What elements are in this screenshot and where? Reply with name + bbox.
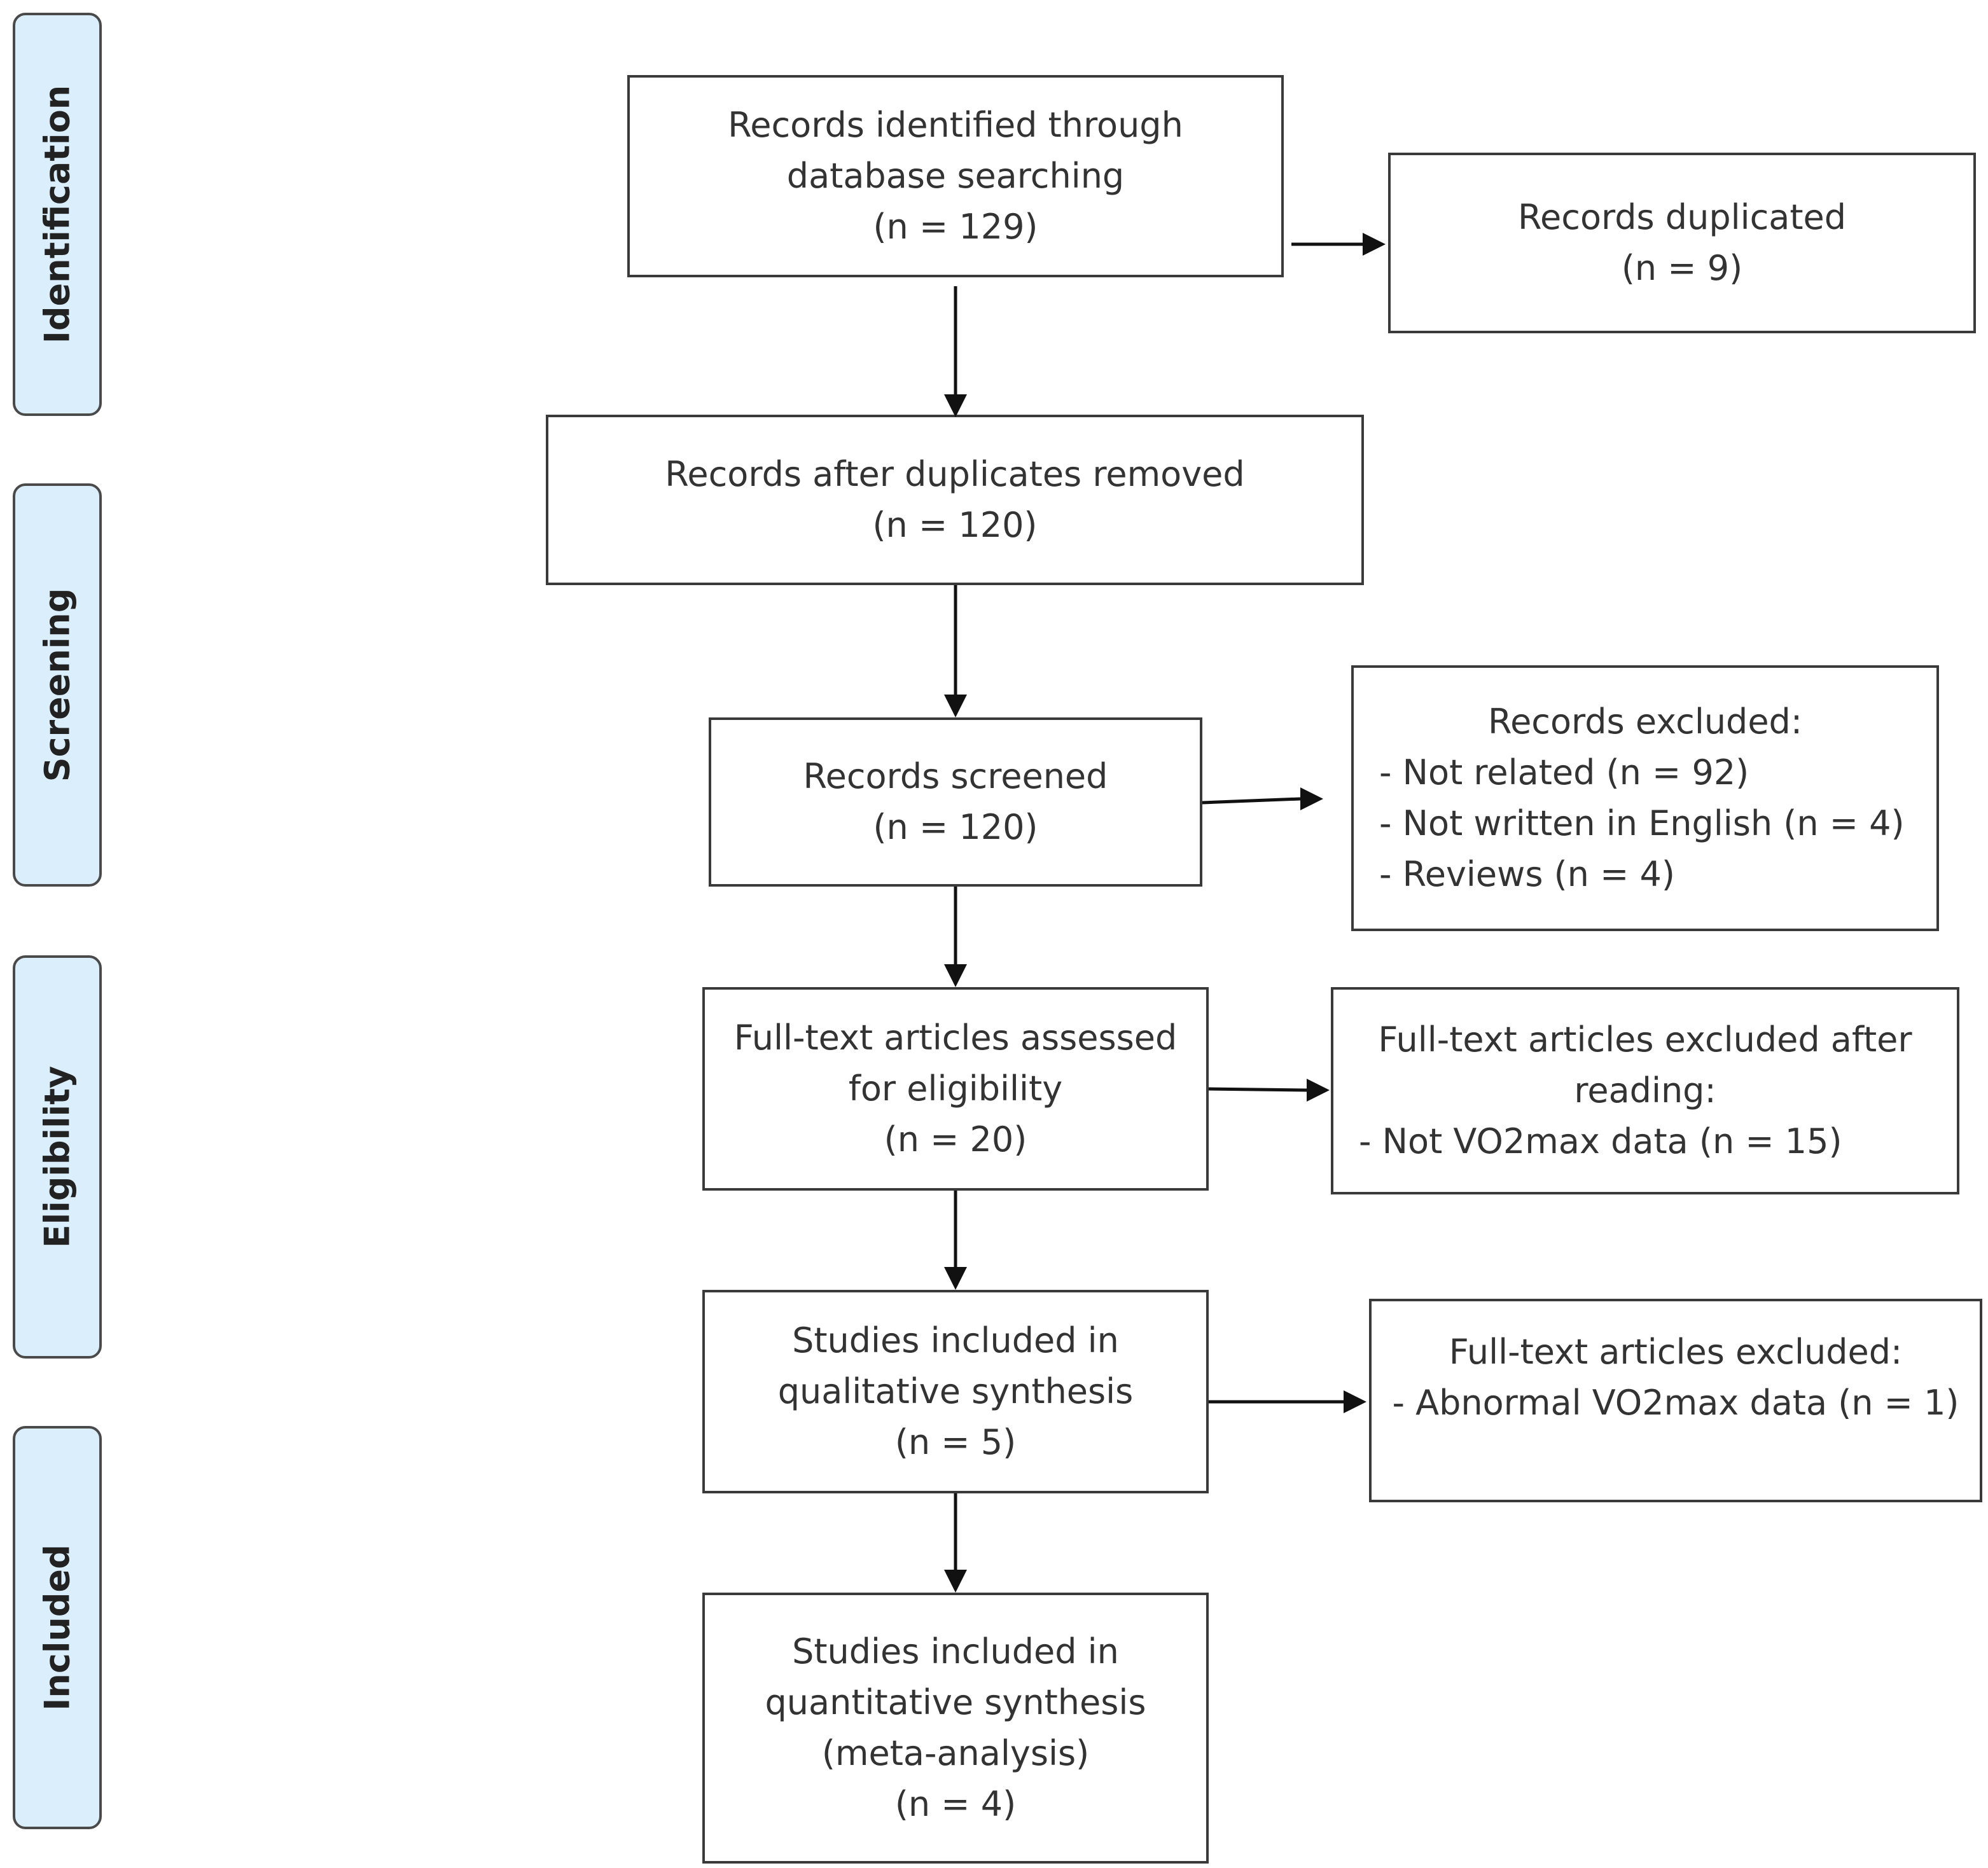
box-line: Records after duplicates removed [665,454,1245,494]
arrow-screened-to-excluded [1202,797,1301,805]
arrow-head [1307,1079,1330,1102]
box-line: (n = 20) [884,1119,1027,1159]
stage-screening: Screening [13,483,102,887]
box-line: (n = 5) [894,1422,1017,1462]
fulltext-excluded-box: Full-text articles excluded after readin… [1331,987,1959,1194]
records-screened-box: Records screened (n = 120) [709,717,1202,887]
box-line: Records identified through [728,105,1183,145]
box-line: (n = 9) [1621,248,1743,288]
box-line: Records screened [803,756,1108,796]
stage-identification: Identification [13,13,102,416]
box-line: database searching [786,156,1125,196]
arrow-head [1344,1390,1366,1413]
records-after-duplicates-box: Records after duplicates removed (n = 12… [546,415,1364,585]
box-line: Records duplicated [1517,197,1847,237]
arrow-fulltext-to-excluded [1208,1087,1307,1092]
box-line: Full-text articles excluded: [1449,1332,1903,1372]
box-line: qualitative synthesis [777,1371,1134,1411]
arrow-head [944,964,967,987]
arrow-head [944,1570,967,1593]
records-identified-box: Records identified through database sear… [627,75,1284,277]
box-line: Studies included in [792,1631,1119,1671]
arrow-head [944,1267,967,1290]
abnormal-excluded-box: Full-text articles excluded: - Abnormal … [1369,1299,1982,1502]
box-line: for eligibility [848,1069,1063,1109]
records-excluded-box: Records excluded: - Not related (n = 92)… [1351,665,1939,931]
stage-label-identification: Identification [37,85,78,344]
box-line: (meta-analysis) [821,1733,1090,1773]
stage-eligibility: Eligibility [13,955,102,1359]
box-line: - Not VO2max data (n = 15) [1359,1121,1842,1161]
stage-label-included: Included [37,1544,78,1711]
fulltext-assessed-box: Full-text articles assessed for eligibil… [702,987,1209,1191]
stage-included: Included [13,1426,102,1829]
box-line: quantitative synthesis [765,1682,1146,1722]
box-line: - Reviews (n = 4) [1379,854,1675,894]
arrow-head [1363,233,1386,256]
arrow-head [944,695,967,717]
box-line: - Not related (n = 92) [1379,752,1749,792]
box-line: reading: [1574,1070,1716,1110]
stage-label-screening: Screening [37,588,78,782]
arrow-head [944,394,967,417]
box-line: - Not written in English (n = 4) [1379,803,1905,843]
quantitative-synthesis-box: Studies included in quantitative synthes… [702,1593,1209,1864]
box-line: (n = 129) [873,207,1038,247]
box-line: (n = 120) [872,505,1038,545]
qualitative-synthesis-box: Studies included in qualitative synthesi… [702,1290,1209,1493]
box-line: (n = 4) [894,1784,1017,1824]
stage-label-eligibility: Eligibility [37,1065,78,1249]
box-line: Studies included in [792,1320,1119,1360]
box-line: Full-text articles excluded after [1378,1020,1912,1060]
box-line: - Abnormal VO2max data (n = 1) [1392,1383,1959,1423]
box-line: Full-text articles assessed [733,1018,1178,1058]
arrow-head [1300,787,1323,810]
records-duplicated-box: Records duplicated (n = 9) [1388,153,1976,333]
box-line: (n = 120) [873,807,1038,847]
box-heading: Records excluded: [1487,702,1803,742]
